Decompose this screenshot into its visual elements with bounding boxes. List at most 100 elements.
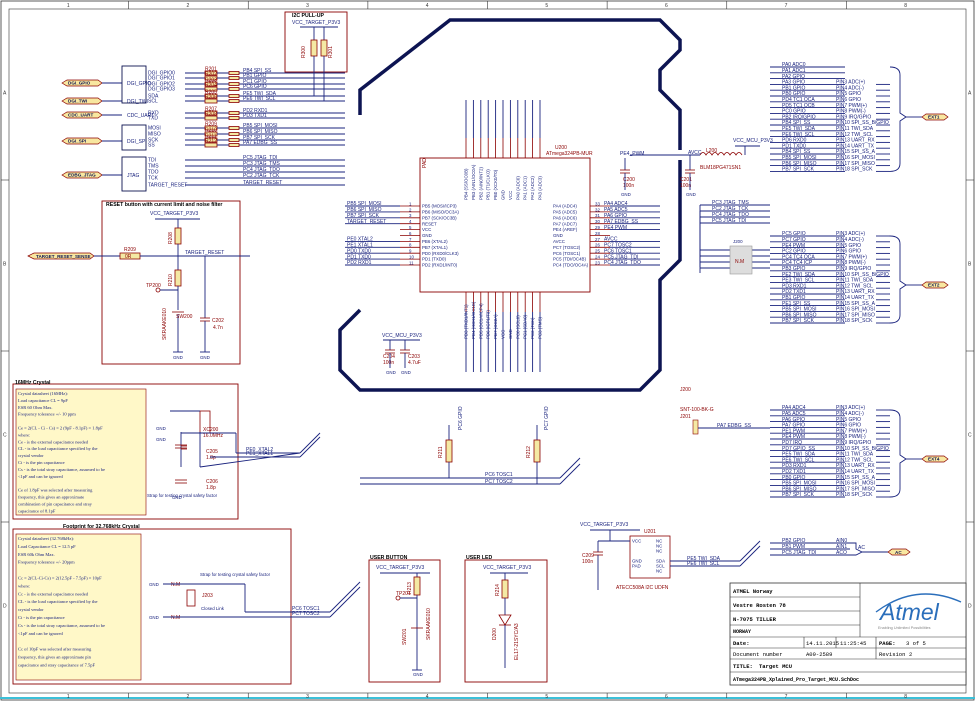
ext2-pin: PIN3 ADC(+) bbox=[836, 231, 865, 237]
dgi-net-label: PD3 TXD1 bbox=[243, 113, 267, 119]
resistor-dgi-label: R211 bbox=[205, 134, 217, 140]
row-marker-right: C bbox=[968, 433, 972, 439]
ext4-pin: PIN17 SPI_MISO bbox=[836, 486, 875, 492]
dgi-net-label: PD2 RXD1 bbox=[243, 108, 268, 114]
crystal-note-line: Ce = 2(CL - Ci - Cs) = 2 (9pF - 8.1pF) =… bbox=[18, 426, 103, 431]
mcu-pin-top: VCC bbox=[508, 191, 513, 200]
dgi-signal-label: DGI_GPIO1 bbox=[148, 76, 175, 82]
col-marker-bottom: 3 bbox=[306, 694, 309, 700]
ext2-net: PC2 GPIO bbox=[782, 249, 806, 255]
mcu-pin-num-right: 27 bbox=[595, 237, 600, 242]
ext4-pin: PIN4 ADC(-) bbox=[836, 411, 864, 417]
ext2-net: PE1 SPI_SS bbox=[782, 301, 811, 307]
gnd-reset-2: GND bbox=[200, 355, 210, 360]
i2c-pullup-title: I2C PULL-UP bbox=[292, 13, 325, 19]
flag-ext2 bbox=[921, 281, 949, 289]
mcu-pin-right: GND bbox=[553, 233, 563, 238]
row-marker-right: A bbox=[968, 91, 972, 97]
resistor-r214 bbox=[501, 579, 509, 599]
tb-address2: N-7075 TILLER bbox=[733, 616, 777, 623]
ext2-pin: PIN17 SPI_MISO bbox=[836, 312, 875, 318]
mcu-pin-right: PA5 (ADC5) bbox=[553, 210, 577, 215]
ext1-net: PB4 SPI_SS bbox=[782, 120, 811, 126]
mcu-pin-num-right: 32 bbox=[595, 207, 600, 212]
resistor-dgi-label: R204 bbox=[205, 83, 217, 89]
user-button-title: USER BUTTON bbox=[370, 555, 408, 561]
gnd-rtc-1: GND bbox=[149, 582, 159, 587]
ext2-net: PC5 GPIO bbox=[782, 231, 806, 237]
dgi-signal-label: MOSI bbox=[148, 126, 161, 132]
ext1-net: PB2 IRQ/GPIO bbox=[782, 114, 816, 120]
ac-net: PB2 GPIO bbox=[782, 538, 805, 544]
led-d200-part: EL17-21SYC/A3 bbox=[514, 623, 520, 660]
tb-rev: 2 bbox=[909, 651, 912, 658]
col-marker-top: 3 bbox=[306, 3, 309, 9]
crystal-32k bbox=[186, 589, 196, 607]
ext1-pin: PIN8 PWM(-) bbox=[836, 109, 866, 115]
mcu-pin-top: PA0 (ADC0) bbox=[515, 176, 520, 200]
crypto-ref: U201 bbox=[644, 529, 656, 535]
ext4-net: PE6 TWI_SCL bbox=[782, 457, 815, 463]
resistor-r209-label: R209 bbox=[124, 247, 136, 253]
mcu-right-net: PA4 ADC4 bbox=[604, 201, 628, 207]
dgi-group-label: DGI_TWI bbox=[127, 99, 148, 105]
ext2-net: PB3 GPIO bbox=[782, 266, 805, 272]
crypto-pin-right: SDA bbox=[656, 559, 665, 564]
ext4-pin: PIN12 TWI_SCL bbox=[836, 457, 873, 463]
dgi-signal-label: SCK bbox=[148, 138, 159, 144]
ext1-pin: PIN18 SPI_SCK bbox=[836, 167, 873, 173]
mcu-pin-num-right: 25 bbox=[595, 249, 600, 254]
mcu-right-net: PC7 TOSC2 bbox=[604, 243, 632, 249]
mcu-left-net: TARGET_RESET bbox=[347, 219, 386, 225]
ext2-pin: PIN15 SPI_SS_A bbox=[836, 301, 876, 307]
mcu-pin-right: PC6 (TOSC1) bbox=[553, 251, 581, 256]
dgi-net-label: TARGET_RESET bbox=[243, 180, 282, 186]
rtc-net-tosc1: PC6 TOSC1 bbox=[292, 606, 320, 612]
switch-sw201-part: SKRAAKE010 bbox=[426, 608, 432, 640]
crystal-note-line: Load capacitance CL = 9pF bbox=[18, 398, 68, 403]
mcu-pin-num-left: 1 bbox=[409, 201, 412, 206]
tb-doc-label: Document number bbox=[733, 651, 783, 658]
ext4-net: PA6 GPIO bbox=[782, 417, 805, 423]
ext2-net: PC4 TC4 OCA bbox=[782, 254, 815, 260]
ext2-pin: PIN12 TWI_SCL bbox=[836, 283, 873, 289]
dgi-net-label: PC4 JTAG_TDO bbox=[243, 167, 280, 173]
gnd-rtc-2: GND bbox=[149, 615, 159, 620]
flag-label: DGI_GPIO bbox=[68, 81, 91, 86]
mcu-left-net: PB6 SPI_MISO bbox=[347, 207, 382, 213]
ac-pin: AIN0 bbox=[836, 538, 847, 544]
mcu-pin-left: PB7 (XTAL1) bbox=[422, 245, 448, 250]
mcu-right-net: PA5 ADC5 bbox=[604, 207, 628, 213]
col-marker-top: 2 bbox=[186, 3, 189, 9]
mcu-pin-num-right: 23 bbox=[595, 260, 600, 265]
col-marker-bottom: 6 bbox=[665, 694, 668, 700]
tb-doc: A09-2589 bbox=[806, 651, 832, 658]
testpoint-tp201-label: TP201 bbox=[396, 591, 411, 597]
i2c-pullup-block: I2C PULL-UP VCC_TARGET_P3V3 R300 R301 bbox=[284, 11, 348, 101]
mcu-pin-top: PA3 (ADC3) bbox=[538, 176, 543, 200]
row-marker-left: A bbox=[3, 91, 7, 97]
ext4-net: PE4 PWM bbox=[782, 434, 805, 440]
ext4-pin: PIN13 UART_RX bbox=[836, 463, 875, 469]
mcu-pin-num-left: 2 bbox=[409, 207, 412, 212]
mcu-pin-top: GND bbox=[501, 190, 506, 200]
ext4-pin: PIN7 PWM(+) bbox=[836, 428, 867, 434]
ac-net: PC5 JTAG_TDI bbox=[782, 550, 816, 556]
tb-rev-label: Revision bbox=[879, 651, 905, 658]
col-marker-bottom: 1 bbox=[67, 694, 70, 700]
mcu-pin-right: PC7 (TOSC2) bbox=[553, 245, 581, 250]
jtag-net: PC5 JTAG_TDI bbox=[712, 218, 746, 224]
mcu-pin-top: PB2 (AIN0/INT2) bbox=[478, 167, 483, 200]
mcu-pin-right: PC5 (TDI/OC4B) bbox=[553, 257, 586, 262]
ext1-pin: PIN7 PWM(+) bbox=[836, 103, 867, 109]
mcu-pin-top: PA2 (ADC2) bbox=[530, 176, 535, 200]
mcu-pin-num-right: 24 bbox=[595, 255, 600, 260]
mcu-pin-top: PB3 (AIN1/OC0A) bbox=[471, 164, 476, 200]
user-button-block: USER BUTTON VCC_TARGET_P3V3 R213 TP201 S… bbox=[368, 555, 441, 683]
capacitor-c200-label: C200 bbox=[623, 177, 635, 183]
ext2-pin: PIN7 PWM(+) bbox=[836, 254, 867, 260]
dgi-net-label: PC5 JTAG_TDI bbox=[243, 155, 277, 161]
